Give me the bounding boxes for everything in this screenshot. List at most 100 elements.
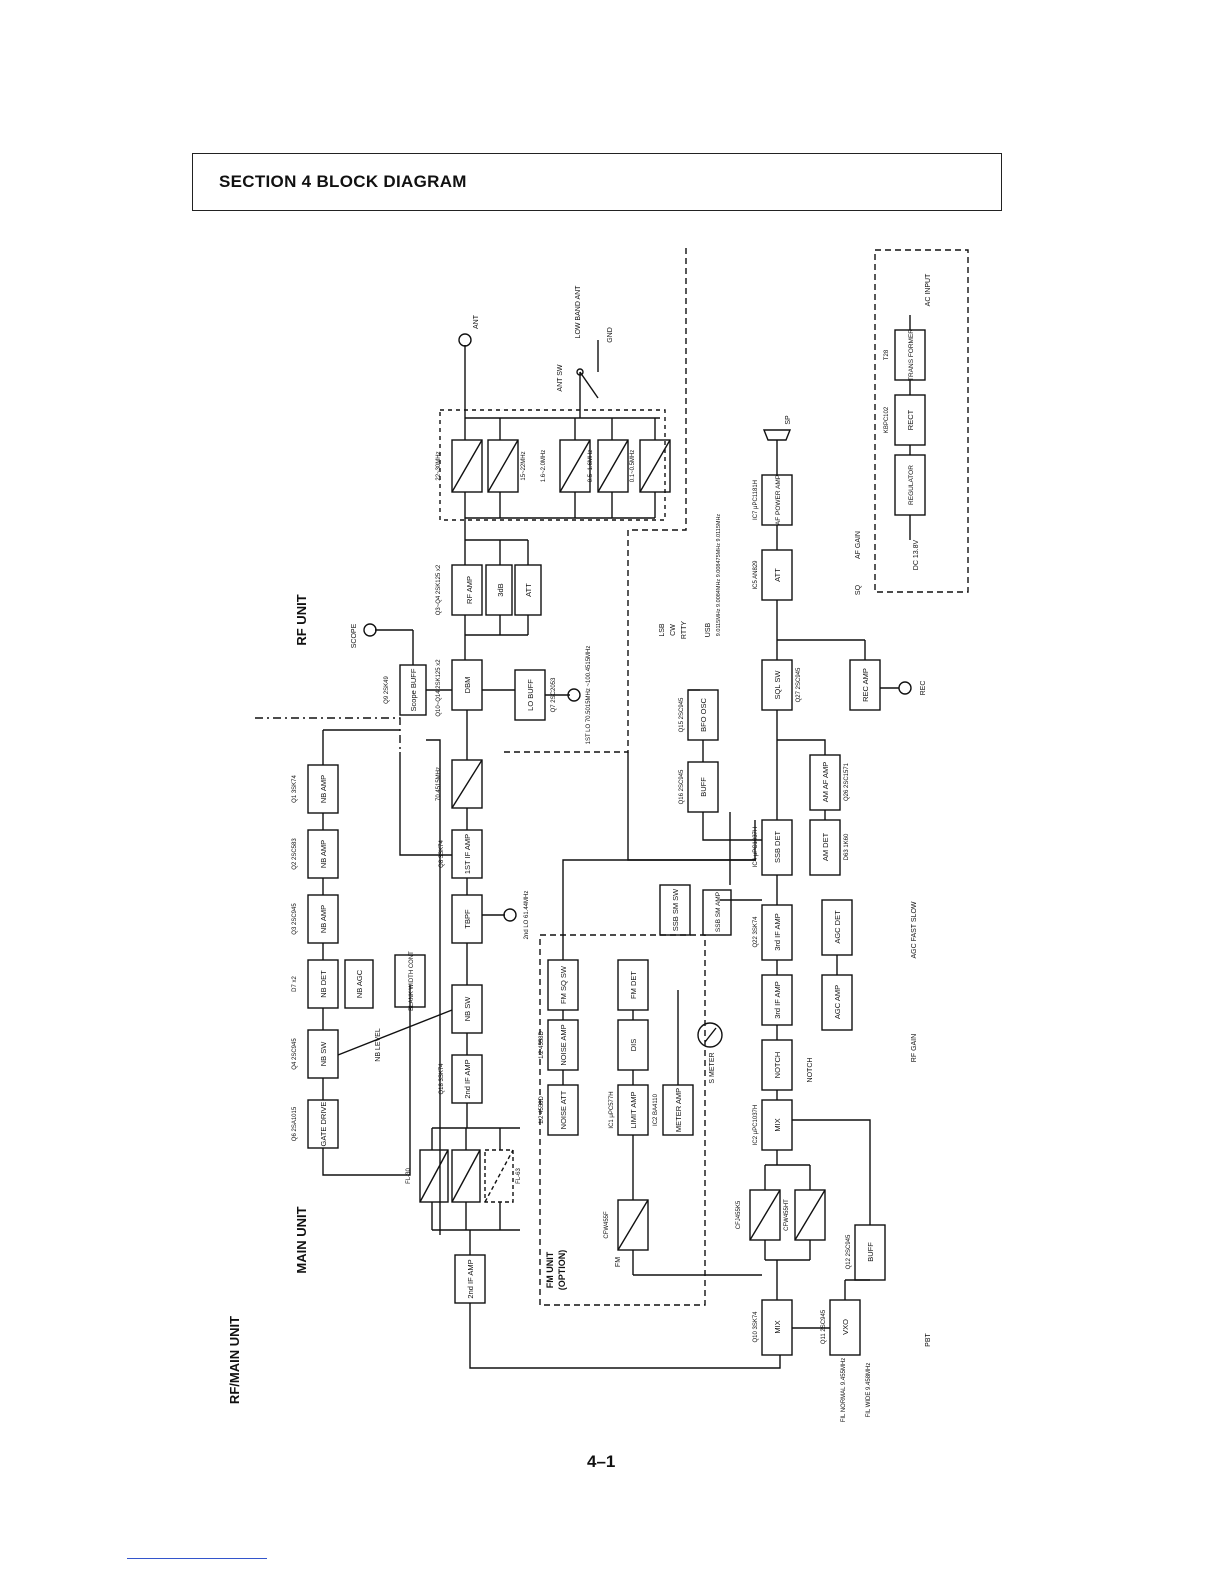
usb-label: USB	[705, 622, 712, 637]
tbpf-label: TBPF	[463, 909, 472, 929]
bfo-osc-part: Q15 2SC945	[679, 697, 685, 732]
speaker-icon	[762, 429, 792, 441]
fm-det-label: FM DET	[629, 971, 638, 999]
filter-bank-boundary	[439, 409, 666, 521]
second-if-amp-label: 2nd IF AMP	[463, 1059, 472, 1098]
rf-gain-label: RF GAIN	[911, 1034, 918, 1062]
bfo-buff-label: BUFF	[699, 777, 708, 797]
blank-width-label: BLANK WIDTH CONT	[409, 951, 415, 1011]
trans-former-label: TRANS FORMER	[908, 329, 915, 381]
bfo-freqs-label: 9.0115MHz 9.0084MHz 9.008475MHz 9.0115MH…	[716, 514, 722, 637]
ssb-sm-sw-block	[659, 884, 691, 936]
af-power-amp-part: IC7 μPC1181H	[753, 480, 759, 520]
buff2-part: Q12 2SC945	[846, 1234, 852, 1269]
nb-amp1-label: NB AMP	[319, 775, 328, 803]
att-label: ATT	[524, 583, 533, 597]
rf-amp-label: RF AMP	[465, 576, 474, 604]
mix-part: IC2 μPC1037H	[753, 1105, 759, 1145]
page-number: 4–1	[587, 1452, 616, 1471]
rectifier-part: KBPC102	[884, 406, 890, 433]
rtty-label: RTTY	[681, 621, 688, 639]
sql-sw-label: SQL SW	[773, 670, 782, 700]
filter-f5-label: 0.1~0.5MHz	[630, 450, 636, 483]
am-af-amp-part: Q26 2SC1571	[844, 762, 850, 801]
rf-main-unit-title: RF/MAIN UNIT	[227, 1316, 242, 1404]
nb-amp1-part: Q1 3SK74	[292, 774, 298, 802]
nb-agc-block	[344, 959, 374, 1009]
cfw1-label: FL-30	[406, 1168, 412, 1184]
first-if-amp-part: Q8 3SK74	[439, 839, 445, 867]
dc-13v-label: DC 13.8V	[913, 540, 920, 571]
mix-label: MIX	[773, 1118, 782, 1131]
att-3db-label: 3dB	[496, 583, 505, 596]
nb-amp2-label: NB AMP	[319, 840, 328, 868]
nb-amp2-part: Q2 2SC583	[292, 838, 298, 870]
am-det-label: AM DET	[821, 832, 830, 861]
meter-amp-label: METER AMP	[674, 1088, 683, 1132]
ssb-sm-amp-block	[702, 889, 732, 936]
rf-amp-part: Q3~Q4 2SK125 x2	[436, 564, 442, 615]
s-meter-icon	[697, 1022, 723, 1048]
fm-unit-boundary	[539, 934, 706, 1306]
notch-label: NOTCH	[773, 1052, 782, 1079]
sql-sw-part: Q27 2SC945	[796, 667, 802, 702]
limit-amp-part: IC1 μPC577H	[609, 1091, 615, 1128]
buff2-label: BUFF	[866, 1242, 875, 1262]
scope-buff-label: Scope BUFF	[409, 668, 418, 711]
dis-label: DIS	[629, 1039, 638, 1052]
noise-amp-part: 1/2 4558D	[539, 1030, 545, 1058]
mcf-label: 70.4515MHz	[436, 767, 442, 801]
ssb-sm-sw-label: SSB SM SW	[671, 888, 680, 931]
bpf-22-30	[451, 439, 483, 493]
ant-label: ANT	[473, 314, 480, 329]
lo-buff-part: Q7 2SC2053	[551, 677, 557, 712]
first-if-amp-label: 1ST IF AMP	[463, 834, 472, 874]
fm-option-title: (OPTION)	[557, 1250, 567, 1291]
fm-unit-title: FM UNIT	[545, 1251, 555, 1288]
mix2-label: MIX	[773, 1320, 782, 1333]
filter-f3-label: 1.6~2.0MHz	[541, 450, 547, 483]
third-if-amp-part: Q22 3SK74	[753, 916, 759, 948]
nb-amp3-part: Q3 2SC945	[292, 903, 298, 935]
cw-label: CW	[670, 624, 677, 636]
filter-f1-label: 22~30MHz	[436, 451, 442, 480]
ssb-filter-label: CFJ455K5	[736, 1200, 742, 1229]
vxo-label: VXO	[841, 1319, 850, 1335]
scope-label: SCOPE	[351, 623, 358, 648]
ssb-sm-amp-label: SSB SM AMP	[715, 892, 722, 932]
rf-unit-title: RF UNIT	[294, 594, 309, 645]
nb-sw-label: NB SW	[319, 1041, 328, 1067]
rectifier-label: RECT	[906, 409, 915, 430]
ant-sw-label: ANT SW	[557, 364, 564, 391]
rec-amp-label: REC AMP	[861, 668, 870, 702]
att-3db-block	[485, 564, 513, 616]
att-af-label: ATT	[773, 568, 782, 582]
nb-sw-part: Q4 2SC945	[292, 1038, 298, 1070]
second-lo-label: 2nd LO 61.44MHz	[524, 891, 530, 940]
af-power-amp-label: AF POWER AMP	[775, 475, 782, 525]
vxo-part: Q11 2SC945	[821, 1309, 827, 1344]
rf-unit-boundary	[500, 248, 687, 753]
gate-drive-part: Q6 2SA1015	[292, 1106, 298, 1141]
att-af-part: IC5 AN829	[753, 560, 759, 590]
sp-label: SP	[785, 415, 792, 425]
agc-amp-label: AGC AMP	[833, 985, 842, 1019]
fm-label: FM	[615, 1257, 622, 1267]
noise-att-label: NOISE ATT	[559, 1090, 568, 1129]
dbm-label: DBM	[463, 677, 472, 694]
third-if-amp-label: 3rd IF AMP	[773, 913, 782, 951]
footer-rule	[127, 1558, 267, 1559]
filter-f2-label: 15~22MHz	[521, 451, 527, 480]
fil-wide-label: FIL WIDE 9.458MHz	[866, 1363, 872, 1418]
section-title: SECTION 4 BLOCK DIAGRAM	[219, 172, 467, 191]
lsb-label: LSB	[659, 623, 666, 637]
gnd-label: GND	[607, 327, 614, 343]
main-unit-title: MAIN UNIT	[294, 1206, 309, 1273]
agc-det-label: AGC DET	[833, 910, 842, 944]
rec-label: REC	[920, 681, 927, 696]
cw-filter-label: CFW455HT	[784, 1199, 790, 1231]
filter-f4-label: 0.5~1.6MHz	[588, 450, 594, 483]
section-header: SECTION 4 BLOCK DIAGRAM	[192, 153, 1002, 211]
limit-amp-label: LIMIT AMP	[629, 1092, 638, 1129]
